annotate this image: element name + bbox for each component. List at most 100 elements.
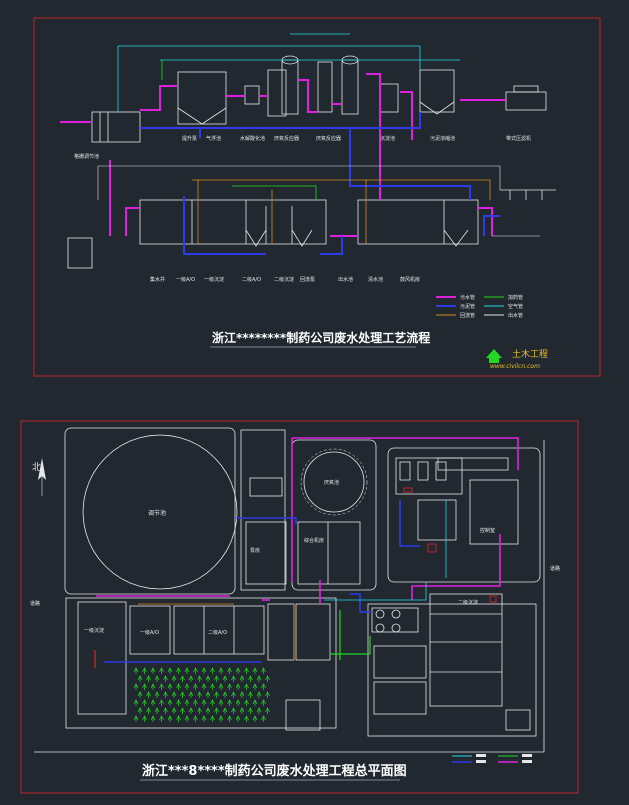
reed-mark <box>205 707 211 714</box>
plan-green-pipes <box>330 610 371 660</box>
reed-mark <box>201 667 207 674</box>
reed-mark <box>261 715 266 722</box>
flow-label-top-1: 提升泵 <box>182 135 197 142</box>
reed-mark <box>146 691 151 698</box>
label-control-room: 控制室 <box>480 527 495 534</box>
reed-mark <box>154 675 160 682</box>
reed-mark <box>171 707 177 714</box>
reed-mark <box>180 675 185 682</box>
label-sed1: 一级沉淀 <box>84 627 104 634</box>
reed-mark <box>142 715 147 722</box>
reed-mark <box>210 699 215 706</box>
label-ao2: 二级A/O <box>208 629 227 636</box>
reed-mark <box>231 675 236 682</box>
top-cyan-pipes <box>117 33 460 112</box>
reed-mark <box>222 691 228 698</box>
top-magenta-pipes <box>60 73 506 237</box>
plan-magenta-pipes <box>96 437 519 604</box>
reed-mark <box>167 715 173 722</box>
reed-mark <box>193 683 198 690</box>
left-buildings <box>245 457 519 585</box>
reed-mark <box>150 667 156 674</box>
reed-mark <box>252 715 258 722</box>
site-walls <box>34 427 545 753</box>
wetland-reeds <box>133 667 270 722</box>
reed-mark <box>167 699 173 706</box>
reed-mark <box>167 667 173 674</box>
reed-mark <box>188 691 194 698</box>
reed-mark <box>180 691 185 698</box>
top-white-lines <box>97 165 540 237</box>
reed-mark <box>222 707 228 714</box>
plan-cyan-pipes <box>324 500 447 601</box>
reed-mark <box>205 675 211 682</box>
reed-mark <box>133 699 139 706</box>
reed-mark <box>256 691 262 698</box>
label-ao1: 一级A/O <box>140 629 159 636</box>
reed-mark <box>154 707 160 714</box>
top-equipment <box>67 55 556 269</box>
reed-mark <box>231 707 236 714</box>
reed-mark <box>235 715 241 722</box>
legend-5: 出水管 <box>508 312 523 319</box>
plan-legend <box>452 754 532 763</box>
reed-mark <box>150 715 156 722</box>
reed-mark <box>137 691 143 698</box>
reed-mark <box>222 675 228 682</box>
reed-mark <box>171 675 177 682</box>
reed-mark <box>244 667 249 674</box>
reed-mark <box>248 675 253 682</box>
top-blue-pipes <box>140 112 500 255</box>
flow-label-top-0: 格栅调节池 <box>74 153 99 160</box>
flow-label-bottom-3: 二级A/O <box>242 276 261 283</box>
reed-mark <box>146 675 151 682</box>
reed-mark <box>133 667 139 674</box>
reed-mark <box>218 715 224 722</box>
legend-0: 污水管 <box>460 294 475 301</box>
flow-label-bottom-1: 一级A/O <box>176 276 195 283</box>
reed-mark <box>244 699 249 706</box>
reed-mark <box>205 691 211 698</box>
reed-mark <box>154 691 160 698</box>
plan-orange-pipes <box>138 603 295 660</box>
anaerobic-tank <box>303 451 365 513</box>
north-arrow-icon <box>38 458 46 480</box>
reed-mark <box>142 699 147 706</box>
reed-mark <box>159 683 164 690</box>
reed-mark <box>248 691 253 698</box>
reed-mark <box>159 699 164 706</box>
reed-mark <box>146 707 151 714</box>
reed-mark <box>197 675 202 682</box>
flow-label-top-5: 厌氧反应器 <box>316 135 341 142</box>
reed-mark <box>214 707 219 714</box>
reed-mark <box>218 683 224 690</box>
reed-mark <box>261 699 266 706</box>
reed-mark <box>133 715 139 722</box>
reed-mark <box>265 691 270 698</box>
reed-mark <box>176 667 181 674</box>
big-tank-label: 调节池 <box>148 509 166 517</box>
reed-mark <box>159 715 164 722</box>
reed-mark <box>261 667 266 674</box>
reed-mark <box>256 675 262 682</box>
bottom-title: 浙江***8****制药公司废水处理工程总平面图 <box>142 763 407 779</box>
flow-label-top-8: 带式压滤机 <box>506 135 531 142</box>
reed-mark <box>256 707 262 714</box>
watermark-logo: 土木工程 www.civilcn.com <box>486 348 548 370</box>
reed-mark <box>252 683 258 690</box>
label-machine-room: 综合机房 <box>304 537 324 544</box>
flow-label-bottom-4: 二级沉淀 <box>274 276 294 283</box>
reed-mark <box>201 699 207 706</box>
watermark-url: www.civilcn.com <box>490 363 540 370</box>
legend-2: 回流管 <box>460 312 475 319</box>
reed-mark <box>210 667 215 674</box>
reed-mark <box>159 667 164 674</box>
reed-mark <box>150 683 156 690</box>
reed-mark <box>137 707 143 714</box>
reed-mark <box>239 691 245 698</box>
reed-mark <box>265 675 270 682</box>
top-frame <box>33 17 601 377</box>
reed-mark <box>227 715 232 722</box>
legend-3: 加药管 <box>508 294 523 301</box>
flow-label-top-4: 厌氧反应器 <box>274 135 299 142</box>
